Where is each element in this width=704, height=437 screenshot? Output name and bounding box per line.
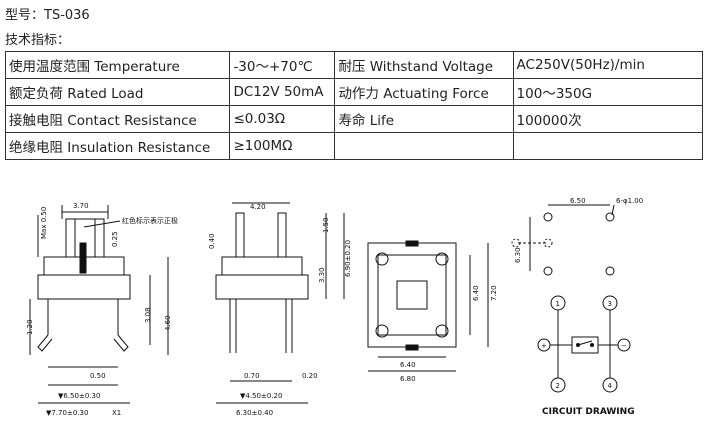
pin-label: +: [541, 342, 547, 350]
spec-cell: 绝缘电阻 Insulation Resistance: [4, 132, 231, 160]
dim-label: 6.40: [400, 361, 416, 369]
spec-cell: 耐压 Withstand Voltage: [334, 51, 514, 79]
dim-label: X1: [112, 409, 121, 417]
pin-label: 3: [608, 300, 612, 308]
dim-label: 6.90±0.20: [344, 240, 352, 277]
dim-label: ▼6.50±0.30: [58, 392, 100, 400]
spec-cell: DC12V 50mA: [229, 78, 336, 106]
side-view: 3.70 Max 0.50 红色标示表示正极 0.25 1.20 3.08 4.…: [26, 202, 178, 417]
spec-cell: -30～+70℃: [229, 51, 336, 79]
spec-cell: 接触电阻 Contact Resistance: [4, 105, 231, 133]
circuit-diagram: 1 3 2 4 + − CIRCUIT DRAWING: [537, 295, 635, 417]
technical-drawing: 3.70 Max 0.50 红色标示表示正极 0.25 1.20 3.08 4.…: [26, 197, 643, 417]
spec-cell: 使用温度范围 Temperature: [4, 51, 231, 79]
dim-label: 0.50: [90, 372, 106, 380]
table-row: 使用温度范围 Temperature -30～+70℃ 耐压 Withstand…: [4, 51, 704, 79]
dim-label: 0.70: [244, 372, 260, 380]
dim-label: 6.80: [400, 375, 416, 383]
spec-cell: [334, 132, 514, 160]
spec-cell: [512, 132, 704, 160]
spec-cell: 100000次: [512, 105, 704, 133]
dim-label: 6.50: [570, 197, 586, 205]
spec-table: 使用温度范围 Temperature -30～+70℃ 耐压 Withstand…: [4, 51, 704, 160]
front-view: 4.20 0.40 1.50 3.30 6.90±0.20 0.70 0.20 …: [208, 202, 352, 417]
dim-label: 7.20: [490, 285, 498, 301]
pin-label: 2: [556, 382, 560, 390]
dim-label: 6.30±0.40: [236, 409, 273, 417]
pin-label: −: [621, 342, 627, 350]
circuit-drawing-label: CIRCUIT DRAWING: [542, 407, 635, 417]
spec-cell: 额定负荷 Rated Load: [4, 78, 231, 106]
dim-label: 0.20: [302, 372, 318, 380]
pin-label: 1: [556, 300, 560, 308]
table-row: 绝缘电阻 Insulation Resistance ≥100MΩ: [4, 132, 704, 160]
spec-cell: 100～350G: [512, 78, 704, 106]
dim-label: 3.08: [144, 307, 152, 323]
table-row: 接触电阻 Contact Resistance ≤0.03Ω 寿命 Life 1…: [4, 105, 704, 133]
top-view: 6.40 7.20 6.40 6.80: [367, 240, 498, 383]
pin-label: 4: [608, 382, 613, 390]
dim-label: ▼4.50±0.20: [240, 392, 282, 400]
dim-label: 3.70: [73, 202, 89, 210]
table-row: 额定负荷 Rated Load DC12V 50mA 动作力 Actuating…: [4, 78, 704, 106]
dim-label: Max 0.50: [40, 207, 48, 239]
dim-label: 3.30: [318, 267, 326, 283]
annotation-note: 红色标示表示正极: [122, 216, 178, 225]
dim-label: 0.40: [208, 233, 216, 249]
pcb-layout: 6.50 6-φ1.00 6.30: [511, 197, 643, 276]
dim-label: 6-φ1.00: [616, 197, 643, 205]
model-number: 型号：TS-036: [5, 8, 90, 23]
dim-label: 4.20: [250, 203, 266, 211]
spec-cell: ≤0.03Ω: [229, 105, 336, 133]
spec-cell: 寿命 Life: [334, 105, 514, 133]
dim-label: 0.25: [111, 231, 119, 247]
dim-label: 6.30: [514, 247, 522, 263]
spec-cell: ≥100MΩ: [229, 132, 336, 160]
dim-label: ▼7.70±0.30: [46, 409, 88, 417]
spec-cell: 动作力 Actuating Force: [334, 78, 514, 106]
dim-label: 6.40: [472, 285, 480, 301]
spec-cell: AC250V(50Hz)/min: [512, 51, 704, 79]
tech-specs-heading: 技术指标：: [5, 33, 71, 48]
